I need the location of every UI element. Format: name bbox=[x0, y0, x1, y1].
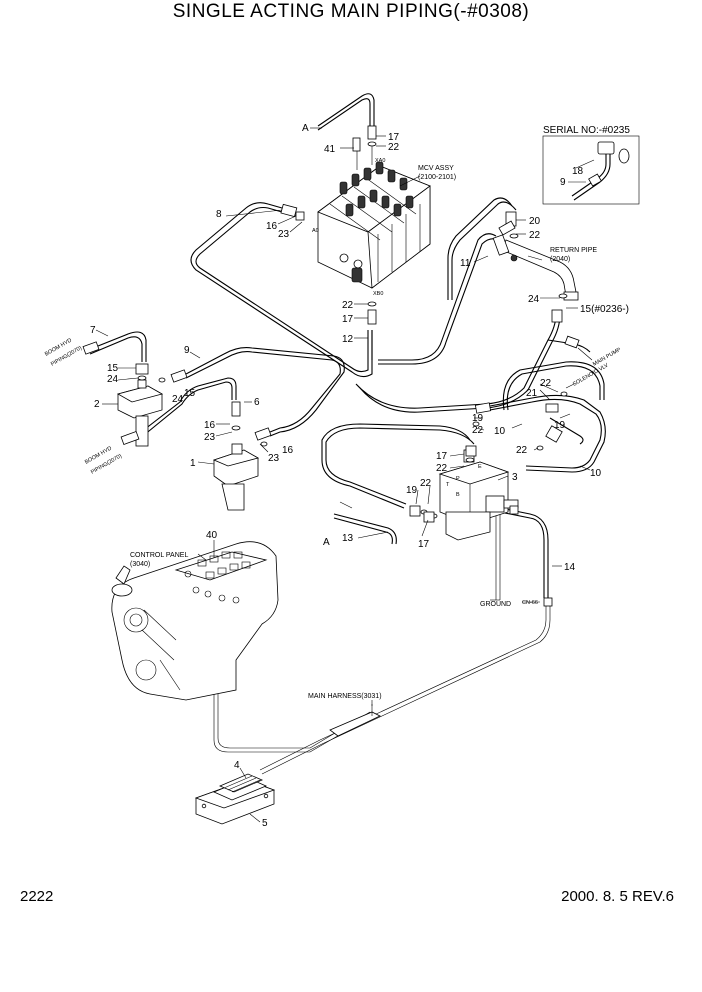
callout-16: 16 bbox=[282, 445, 294, 456]
foot-switch bbox=[194, 773, 276, 825]
page-title: SINGLE ACTING MAIN PIPING(-#0308) bbox=[172, 1, 530, 22]
callout-21: 21 bbox=[526, 388, 538, 399]
label-xa0: XA0 bbox=[375, 158, 385, 164]
callout-10: 10 bbox=[494, 426, 506, 437]
label-mcv-assy: MCV ASSY bbox=[418, 165, 454, 172]
callout-13: 13 bbox=[342, 533, 354, 544]
callout-22: 22 bbox=[472, 425, 484, 436]
callout-15-0236: 15(#0236-) bbox=[580, 304, 629, 315]
label-a0: A0 bbox=[312, 228, 319, 234]
callout-23: 23 bbox=[278, 229, 290, 240]
mcv-top-fitting bbox=[352, 125, 377, 170]
callout-15: 15 bbox=[107, 363, 119, 374]
callout-7: 7 bbox=[90, 325, 96, 336]
callout-23: 23 bbox=[268, 453, 280, 464]
valve-3: P E B T bbox=[438, 449, 519, 541]
callout-20: 20 bbox=[529, 216, 541, 227]
callout-24: 24 bbox=[172, 394, 184, 405]
callout-6: 6 bbox=[254, 397, 260, 408]
callout-22: 22 bbox=[529, 230, 541, 241]
label-ground: GROUND bbox=[480, 601, 511, 608]
callout-19: 19 bbox=[554, 420, 566, 431]
callout-22: 22 bbox=[420, 478, 432, 489]
label-control-ref: (3040) bbox=[130, 561, 150, 568]
callout-17: 17 bbox=[388, 132, 400, 143]
port-e: E bbox=[478, 464, 482, 470]
callout-15: 15 bbox=[184, 388, 196, 399]
callout-22: 22 bbox=[388, 142, 400, 153]
callout-11: 11 bbox=[460, 258, 471, 269]
callout-24: 24 bbox=[528, 294, 540, 305]
callout-numbers: 41 17 22 8 16 23 20 22 11 18 9 24 15(#02… bbox=[90, 132, 629, 829]
label-main-harness: MAIN HARNESS(3031) bbox=[308, 693, 382, 700]
revision-date: 2000. 8. 5 REV.6 bbox=[561, 888, 674, 905]
callout-12: 12 bbox=[342, 334, 354, 345]
page-number: 2222 bbox=[20, 888, 54, 905]
label-cn66: CN-66 bbox=[522, 600, 538, 606]
callout-17: 17 bbox=[418, 539, 430, 550]
port-p: P bbox=[456, 476, 460, 482]
callout-14: 14 bbox=[564, 562, 576, 573]
solenoid-valve-1 bbox=[212, 443, 260, 511]
label-a-top: A bbox=[302, 123, 309, 134]
callout-10: 10 bbox=[590, 468, 602, 479]
callout-16: 16 bbox=[266, 221, 278, 232]
control-panel bbox=[111, 541, 279, 701]
port-t: T bbox=[446, 482, 450, 488]
label-xb0: XB0 bbox=[373, 291, 383, 297]
callout-23: 23 bbox=[204, 432, 216, 443]
callout-19: 19 bbox=[406, 485, 418, 496]
main-harness bbox=[329, 704, 381, 737]
port-b: B bbox=[456, 492, 460, 498]
label-a-mid: A bbox=[323, 537, 330, 548]
serial-box bbox=[542, 135, 640, 205]
callout-1: 1 bbox=[190, 458, 196, 469]
callout-9: 9 bbox=[184, 345, 190, 356]
mcv-assy: XA0 A0 XB0 bbox=[312, 158, 431, 297]
fittings bbox=[82, 203, 580, 607]
callout-19: 19 bbox=[472, 413, 484, 424]
callout-5: 5 bbox=[262, 818, 268, 829]
callout-3: 3 bbox=[512, 472, 518, 483]
callout-40: 40 bbox=[206, 530, 218, 541]
callout-2: 2 bbox=[94, 399, 100, 410]
callout-18: 18 bbox=[572, 166, 584, 177]
leader-lines bbox=[95, 127, 595, 823]
callout-41: 41 bbox=[324, 144, 336, 155]
label-mcv-ref: (2100-2101) bbox=[418, 174, 456, 181]
callout-22: 22 bbox=[540, 378, 552, 389]
callout-9: 9 bbox=[560, 177, 566, 188]
label-serial-no: SERIAL NO:-#0235 bbox=[543, 125, 630, 136]
label-control-panel: CONTROL PANEL bbox=[130, 552, 188, 559]
callout-4: 4 bbox=[234, 760, 240, 771]
callout-17: 17 bbox=[436, 451, 448, 462]
callout-22: 22 bbox=[516, 445, 528, 456]
solenoid-valve-2 bbox=[116, 379, 164, 447]
callout-22: 22 bbox=[342, 300, 354, 311]
callout-8: 8 bbox=[216, 209, 222, 220]
callout-16: 16 bbox=[204, 420, 216, 431]
callout-17: 17 bbox=[342, 314, 354, 325]
callout-24: 24 bbox=[107, 374, 119, 385]
label-return-pipe: RETURN PIPE bbox=[550, 247, 597, 254]
callout-22: 22 bbox=[436, 463, 448, 474]
label-return-ref: (2040) bbox=[550, 256, 570, 263]
